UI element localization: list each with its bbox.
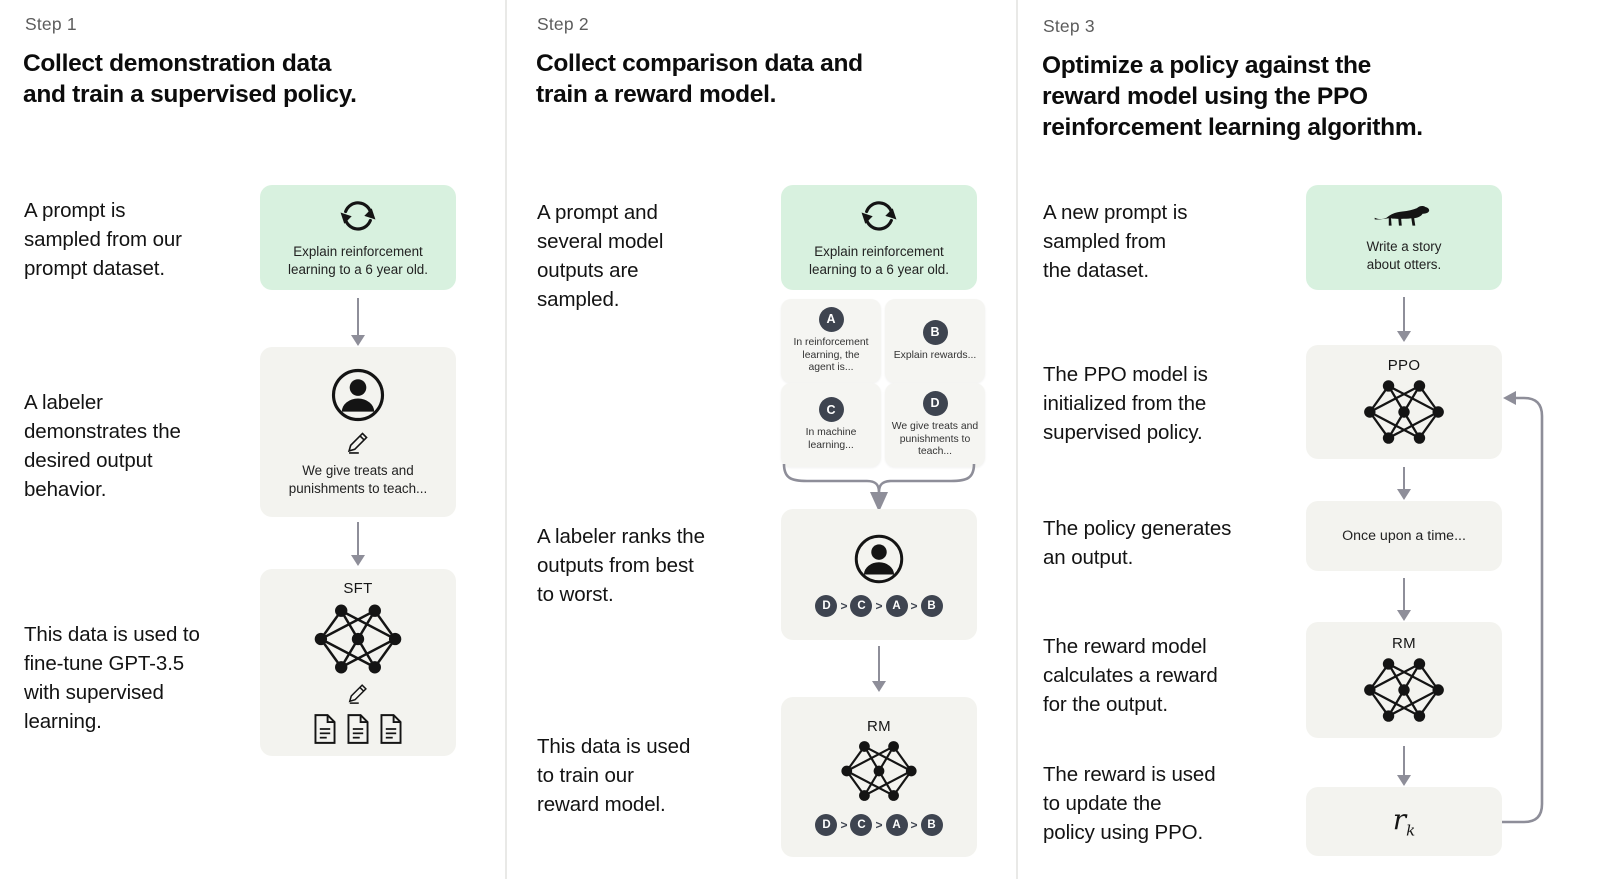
flow-arrow bbox=[351, 298, 364, 346]
labeler-box: We give treats and punishments to teach.… bbox=[260, 347, 456, 517]
model-label: RM bbox=[867, 718, 891, 735]
flow-arrow bbox=[1397, 578, 1410, 621]
ranking-separator: > bbox=[840, 598, 848, 613]
flow-arrow bbox=[872, 646, 885, 692]
output-box: Once upon a time... bbox=[1306, 501, 1502, 571]
caption-text: The PPO model is initialized from the su… bbox=[1043, 363, 1208, 444]
flow-arrow bbox=[1397, 746, 1410, 786]
ranking-separator: > bbox=[910, 598, 918, 613]
prompt-box: Write a story about otters. bbox=[1306, 185, 1502, 290]
neural-network-icon bbox=[1364, 380, 1444, 444]
reward-symbol: rk bbox=[1392, 803, 1416, 840]
step-label: Step 3 bbox=[1043, 16, 1095, 36]
caption-text: The reward is used to update the policy … bbox=[1043, 763, 1216, 844]
refresh-cycle-icon bbox=[861, 201, 897, 231]
step-label: Step 1 bbox=[25, 14, 77, 34]
caption-text: The policy generates an output. bbox=[1043, 517, 1232, 569]
answer-text: Explain rewards... bbox=[893, 349, 977, 361]
prompt-box: Explain reinforcement learning to a 6 ye… bbox=[781, 185, 977, 290]
prompt-text: Explain reinforcement learning to a 6 ye… bbox=[809, 244, 949, 277]
document-icon bbox=[380, 714, 402, 744]
ranking-chip: B bbox=[920, 594, 943, 617]
answer-text: We give treats and punishments to teach.… bbox=[891, 420, 979, 458]
person-icon bbox=[331, 368, 385, 421]
person-icon bbox=[854, 534, 904, 583]
column-title: Optimize a policy against the reward mod… bbox=[1042, 52, 1423, 141]
ppo-model-box: PPO bbox=[1306, 345, 1502, 459]
ranking-separator: > bbox=[910, 818, 918, 832]
ranking-chip: C bbox=[850, 814, 873, 836]
ranking-chip: C bbox=[850, 594, 873, 617]
flow-arrow bbox=[1397, 467, 1410, 500]
sft-model-box: SFT bbox=[260, 569, 456, 756]
brace-connector bbox=[782, 463, 976, 512]
otter-icon bbox=[1374, 206, 1430, 226]
neural-network-icon bbox=[1364, 658, 1444, 722]
answer-box-b: B Explain rewards... bbox=[885, 299, 985, 383]
caption-text: A prompt is sampled from our prompt data… bbox=[24, 199, 182, 280]
flow-arrow bbox=[351, 522, 364, 566]
ranking-row: D > C > A > B bbox=[815, 594, 943, 617]
caption-text: A prompt and several model outputs are s… bbox=[537, 201, 664, 311]
document-icon bbox=[347, 714, 369, 744]
feedback-loop-arrow bbox=[1502, 391, 1544, 824]
answer-letter-badge: C bbox=[818, 397, 844, 423]
ranking-chip: B bbox=[920, 814, 943, 836]
labeler-demo-text: We give treats and punishments to teach.… bbox=[288, 462, 428, 496]
pencil-icon bbox=[348, 684, 367, 704]
caption-text: The reward model calculates a reward for… bbox=[1043, 635, 1218, 716]
ranking-separator: > bbox=[840, 818, 848, 832]
answer-letter-badge: A bbox=[818, 306, 844, 332]
answer-box-c: C In machine learning... bbox=[781, 383, 881, 467]
answer-letter-badge: D bbox=[922, 390, 948, 416]
caption-text: A labeler ranks the outputs from best to… bbox=[537, 525, 705, 606]
answer-box-a: A In reinforcement learning, the agent i… bbox=[781, 299, 881, 383]
answer-text: In reinforcement learning, the agent is.… bbox=[793, 336, 869, 374]
reward-box: rk bbox=[1306, 787, 1502, 856]
column-title: Collect demonstration data and train a s… bbox=[23, 50, 357, 108]
pencil-icon bbox=[347, 432, 368, 454]
documents-icon bbox=[312, 713, 404, 745]
flow-arrow bbox=[1397, 297, 1410, 342]
neural-network-icon bbox=[314, 604, 402, 674]
ranking-separator: > bbox=[875, 598, 883, 613]
caption-text: This data is used to fine-tune GPT-3.5 w… bbox=[24, 623, 200, 733]
model-label: RM bbox=[1392, 635, 1416, 652]
column-divider bbox=[1016, 0, 1018, 879]
answer-letter-badge: B bbox=[922, 319, 948, 345]
model-label: PPO bbox=[1387, 357, 1421, 374]
output-text: Once upon a time... bbox=[1342, 527, 1466, 544]
ranking-chip: A bbox=[885, 594, 908, 617]
rm-model-box: RM bbox=[1306, 622, 1502, 738]
prompt-text: Write a story about otters. bbox=[1366, 239, 1442, 272]
refresh-cycle-icon bbox=[340, 201, 376, 231]
neural-network-icon bbox=[841, 741, 917, 801]
column-title: Collect comparison data and train a rewa… bbox=[536, 50, 863, 108]
document-icon bbox=[314, 714, 336, 744]
answer-box-d: D We give treats and punishments to teac… bbox=[885, 383, 985, 467]
answer-text: In machine learning... bbox=[805, 427, 857, 451]
caption-text: This data is used to train our reward mo… bbox=[537, 735, 691, 816]
ranking-chip: D bbox=[815, 594, 838, 617]
ranking-chip: A bbox=[885, 814, 908, 836]
caption-text: A new prompt is sampled from the dataset… bbox=[1043, 201, 1188, 282]
ranking-row: D > C > A > B bbox=[815, 814, 943, 836]
ranking-separator: > bbox=[875, 818, 883, 832]
prompt-box: Explain reinforcement learning to a 6 ye… bbox=[260, 185, 456, 290]
ranking-box: D > C > A > B bbox=[781, 509, 977, 640]
step-label: Step 2 bbox=[537, 14, 589, 34]
model-label: SFT bbox=[343, 580, 373, 597]
prompt-text: Explain reinforcement learning to a 6 ye… bbox=[288, 244, 428, 277]
ranking-chip: D bbox=[815, 814, 838, 836]
rm-model-box: RM D > C > A > B bbox=[781, 697, 977, 857]
column-divider bbox=[505, 0, 507, 879]
caption-text: A labeler demonstrates the desired outpu… bbox=[24, 391, 181, 501]
